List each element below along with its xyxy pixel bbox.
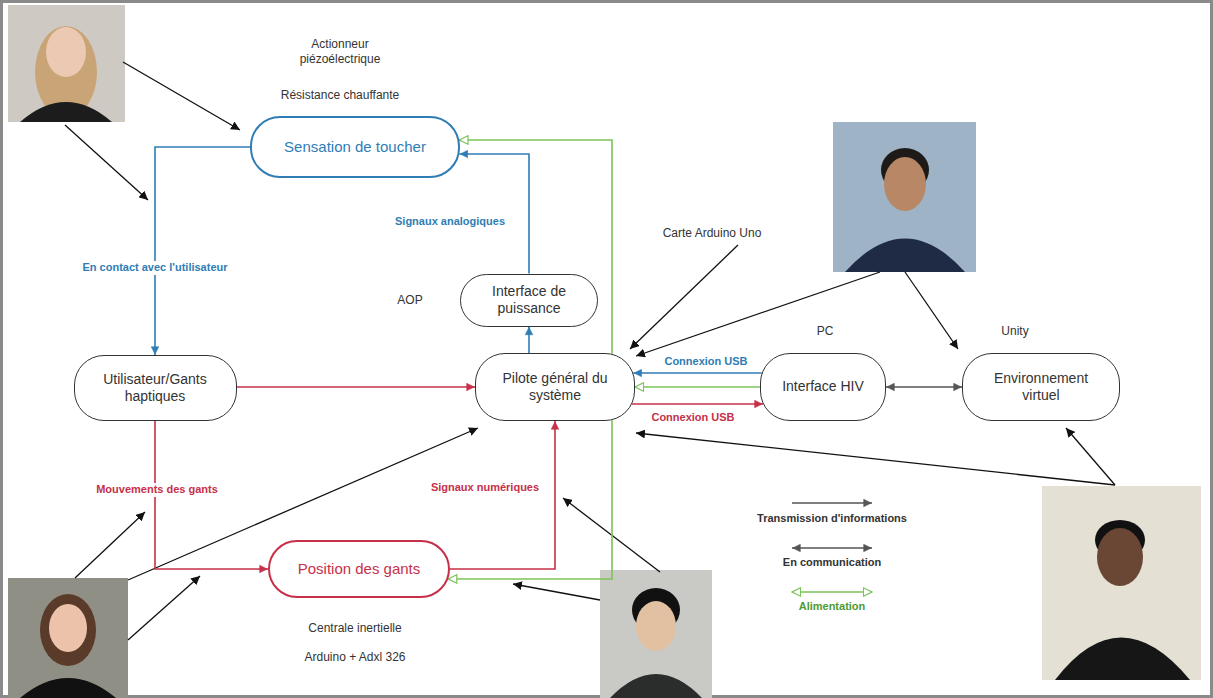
annotation-label: Centrale inertielle [308, 621, 401, 636]
annotation-label: Résistance chauffante [281, 88, 400, 103]
connector-arrow [459, 154, 529, 274]
photo-body [610, 674, 702, 698]
annotation-label: Unity [1001, 324, 1028, 339]
node-text: Environnement virtuel [981, 370, 1101, 405]
leader-line [65, 125, 148, 200]
process-box: Pilote général du système [475, 353, 635, 421]
connector-label: Signaux numériques [429, 481, 541, 494]
goal-box: Sensation de toucher [250, 116, 460, 178]
leader-line [513, 584, 600, 600]
connector-arrow [633, 372, 761, 374]
photo-face [46, 27, 86, 77]
legend-text: Transmission d'informations [755, 512, 909, 524]
portrait-photo [1042, 486, 1201, 680]
connector-label: Connexion USB [649, 411, 736, 424]
leader-line [636, 272, 880, 356]
connector-arrow [155, 147, 250, 355]
node-text: Position des gants [298, 560, 421, 579]
leader-line [128, 576, 200, 640]
process-box: Utilisateur/Gants haptiques [74, 355, 237, 421]
leader-line [636, 433, 1115, 485]
photo-body [20, 678, 116, 698]
connector-arrow [237, 386, 476, 388]
annotation-label: Actionneur piézoélectrique [288, 37, 393, 67]
node-text: Pilote général du système [494, 370, 616, 405]
process-box: Interface HIV [760, 353, 886, 421]
photo-body [845, 239, 965, 273]
photo-body [1055, 638, 1190, 681]
connector-arrow [632, 403, 763, 405]
photo-ground [8, 578, 128, 698]
connector-arrow [459, 140, 612, 354]
portrait-photo [8, 5, 125, 122]
photo-face [636, 601, 676, 651]
legend-sample [792, 502, 872, 503]
node-text: Sensation de toucher [284, 138, 426, 157]
annotation-label: PC [817, 324, 834, 339]
goal-box: Position des gants [268, 540, 450, 598]
leader-lines [65, 62, 1115, 640]
leader-line [123, 62, 240, 130]
photo-body [20, 102, 112, 122]
leader-line [630, 245, 738, 349]
legend-sample [792, 591, 872, 593]
portrait-photo [833, 122, 976, 272]
node-text: Interface de puissance [479, 283, 579, 318]
legend-sample [792, 547, 872, 548]
leader-line [905, 272, 958, 349]
annotation-label: Carte Arduino Uno [663, 226, 762, 241]
process-box: Interface de puissance [460, 274, 598, 327]
connector-label: Signaux analogiques [393, 215, 507, 228]
connector-label: En contact avec l'utilisateur [80, 261, 229, 274]
portrait-photo [8, 578, 128, 698]
connector-label: Mouvements des gants [94, 483, 220, 496]
node-text: Interface HIV [782, 378, 864, 396]
connector-arrow [886, 386, 962, 387]
process-box: Environnement virtuel [962, 353, 1120, 421]
node-text: Utilisateur/Gants haptiques [93, 371, 218, 406]
connector-arrow [635, 386, 760, 388]
legend-text: Alimentation [797, 600, 868, 612]
legend-text: En communication [781, 556, 883, 568]
portrait-photo [600, 570, 712, 698]
photo-face [49, 604, 87, 652]
photo-face [1097, 528, 1143, 586]
connector-arrow [528, 327, 530, 354]
connector-arrow [450, 421, 555, 569]
annotation-label: AOP [397, 293, 422, 308]
photo-ground [600, 570, 712, 698]
photo-ground [1042, 486, 1201, 680]
connector-label: Connexion USB [662, 355, 749, 368]
photo-ground [8, 5, 125, 122]
photo-face [884, 157, 926, 211]
photo-ground [833, 122, 976, 272]
leader-line [1066, 428, 1115, 485]
photo-hair [40, 594, 96, 666]
annotation-label: Arduino + Adxl 326 [304, 650, 405, 665]
leader-line [75, 512, 145, 578]
connector-arrow [448, 420, 612, 579]
